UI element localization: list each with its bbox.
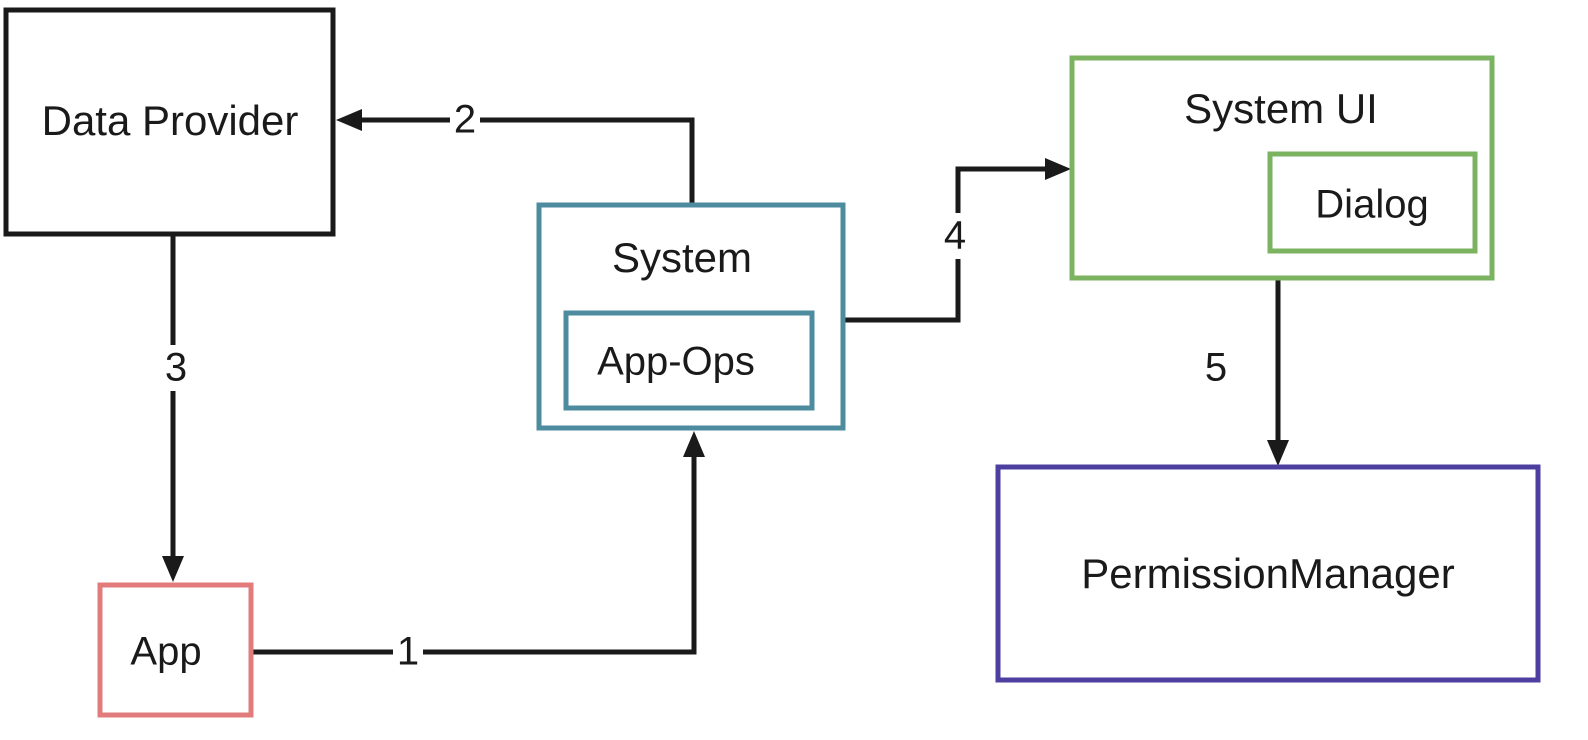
arrowhead-up bbox=[683, 431, 705, 457]
node-label-data-provider: Data Provider bbox=[42, 97, 299, 144]
edge-label-backdrop bbox=[393, 629, 423, 675]
arrowhead-down bbox=[1267, 440, 1289, 466]
node-label-permission-manager: PermissionManager bbox=[1081, 550, 1455, 597]
node-label-system-ui: System UI bbox=[1184, 85, 1378, 132]
edge-label-text: 2 bbox=[454, 98, 476, 142]
node-box-app bbox=[97, 582, 254, 718]
node-permission-manager[interactable]: PermissionManager bbox=[995, 464, 1541, 683]
edge-1[interactable] bbox=[251, 431, 705, 655]
node-label-system: System bbox=[612, 234, 752, 281]
node-box-dialog bbox=[1267, 151, 1478, 254]
node-dialog[interactable]: Dialog bbox=[1267, 151, 1478, 254]
node-box-permission-manager bbox=[995, 464, 1541, 683]
edge-label-4: 4 bbox=[940, 213, 970, 259]
node-label-app: App bbox=[130, 630, 201, 674]
edge-5[interactable] bbox=[1267, 278, 1289, 466]
edge-label-1: 1 bbox=[393, 629, 423, 675]
node-app-ops[interactable]: App-Ops bbox=[563, 310, 815, 411]
edge-label-backdrop bbox=[940, 213, 970, 259]
node-label-dialog: Dialog bbox=[1315, 183, 1428, 227]
edge-3[interactable] bbox=[162, 234, 184, 582]
edge-label-2: 2 bbox=[450, 97, 480, 143]
node-data-provider[interactable]: Data Provider bbox=[3, 7, 336, 237]
edge-line-2 bbox=[348, 117, 695, 205]
edge-label-5: 5 bbox=[1201, 345, 1231, 391]
edge-label-backdrop bbox=[1201, 345, 1231, 391]
edge-label-text: 4 bbox=[944, 214, 966, 258]
edge-label-text: 1 bbox=[397, 630, 419, 674]
node-app[interactable]: App bbox=[97, 582, 254, 718]
arrowhead-left bbox=[336, 109, 362, 131]
edge-line-1 bbox=[251, 441, 697, 655]
node-box-app-ops bbox=[563, 310, 815, 411]
arrowhead-down bbox=[162, 556, 184, 582]
edge-label-backdrop bbox=[450, 97, 480, 143]
edge-2[interactable] bbox=[336, 109, 695, 205]
edge-label-backdrop bbox=[161, 345, 191, 391]
node-box-data-provider bbox=[3, 7, 336, 237]
edge-label-text: 3 bbox=[165, 346, 187, 390]
node-label-app-ops: App-Ops bbox=[597, 340, 755, 384]
edge-label-3: 3 bbox=[161, 345, 191, 391]
edge-labels-layer: 1 2 3 4 5 bbox=[161, 97, 1231, 675]
edge-label-text: 5 bbox=[1205, 346, 1227, 390]
arrowhead-right bbox=[1045, 158, 1071, 180]
